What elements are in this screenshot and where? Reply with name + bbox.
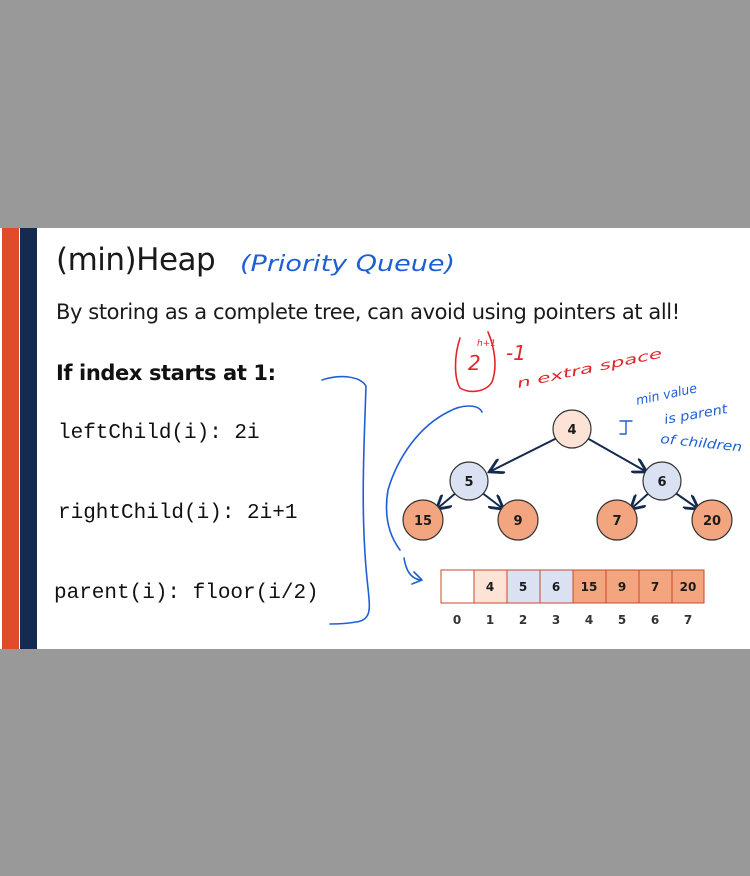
index-heading: If index starts at 1: xyxy=(56,361,276,385)
tree-node-label: 5 xyxy=(464,475,473,490)
array-cell-0 xyxy=(440,569,475,604)
array-index: 1 xyxy=(486,613,494,627)
edge-4-5 xyxy=(491,437,558,471)
tree-node-label: 20 xyxy=(703,514,721,529)
array-cell-3 xyxy=(539,569,574,604)
array-value: 6 xyxy=(552,580,560,594)
tree-node-left xyxy=(449,461,489,501)
parent-formula: parent(i): floor(i/2) xyxy=(54,582,319,605)
accent-bar-navy xyxy=(20,228,37,649)
array-cell-4 xyxy=(572,569,607,604)
min-value-note: is parent xyxy=(663,402,730,428)
edge-5-15 xyxy=(438,491,458,508)
array-value: 4 xyxy=(486,580,494,594)
slide: (min)Heap By storing as a complete tree,… xyxy=(0,228,750,649)
array-index: 2 xyxy=(519,613,527,627)
slide-subtitle: By storing as a complete tree, can avoid… xyxy=(56,300,680,324)
array-value: 15 xyxy=(581,580,598,594)
edge-6-7 xyxy=(632,491,651,508)
power-base-note: 2 xyxy=(468,351,481,375)
array-index: 7 xyxy=(684,613,692,627)
left-child-formula: leftChild(i): 2i xyxy=(58,422,260,445)
accent-bar-red xyxy=(2,228,19,649)
array-value: 9 xyxy=(618,580,626,594)
tree-node-label: 4 xyxy=(567,423,576,438)
min-value-bracket xyxy=(619,420,633,435)
tree-node-label: 9 xyxy=(513,514,522,529)
power-circle-stroke xyxy=(454,331,496,393)
slide-title: (min)Heap xyxy=(56,242,216,278)
tree-node-label: 15 xyxy=(414,514,432,529)
bracket-stroke xyxy=(321,375,371,625)
array-cell-7 xyxy=(671,569,705,604)
arrow-stroke xyxy=(385,405,483,551)
array-value: 5 xyxy=(519,580,527,594)
array-value: 20 xyxy=(680,580,697,594)
tree-node-leaf-2 xyxy=(497,499,539,541)
tree-node-label: 6 xyxy=(657,475,666,490)
priority-queue-note: (Priority Queue) xyxy=(240,252,455,277)
edge-6-20 xyxy=(673,491,697,508)
tree-node-right xyxy=(642,461,682,501)
edge-4-6 xyxy=(586,437,645,471)
array-index: 3 xyxy=(552,613,560,627)
tree-node-leaf-1 xyxy=(402,499,444,541)
array-cell-6 xyxy=(638,569,673,604)
extra-space-note: n extra space xyxy=(516,346,664,391)
arrow-head-stroke xyxy=(403,557,423,585)
tree-node-leaf-4 xyxy=(691,499,733,541)
tree-node-root xyxy=(552,409,592,449)
right-child-formula: rightChild(i): 2i+1 xyxy=(58,502,298,525)
array-index: 4 xyxy=(585,613,593,627)
array-index: 6 xyxy=(651,613,659,627)
tree-node-leaf-3 xyxy=(596,499,638,541)
array-index: 0 xyxy=(453,613,461,627)
edge-5-9 xyxy=(480,491,502,508)
heap-diagram: 4 5 6 15 9 7 20 4 5 6 15 9 7 20 xyxy=(240,252,743,627)
array-cell-2 xyxy=(506,569,541,604)
array-value: 7 xyxy=(651,580,659,594)
min-value-note: of children xyxy=(660,432,743,455)
min-value-note: min value xyxy=(635,381,699,409)
array-index: 5 xyxy=(618,613,626,627)
power-exp-note: h+1 xyxy=(477,339,496,349)
tree-node-label: 7 xyxy=(612,514,621,529)
minus-one-note: -1 xyxy=(506,341,526,365)
